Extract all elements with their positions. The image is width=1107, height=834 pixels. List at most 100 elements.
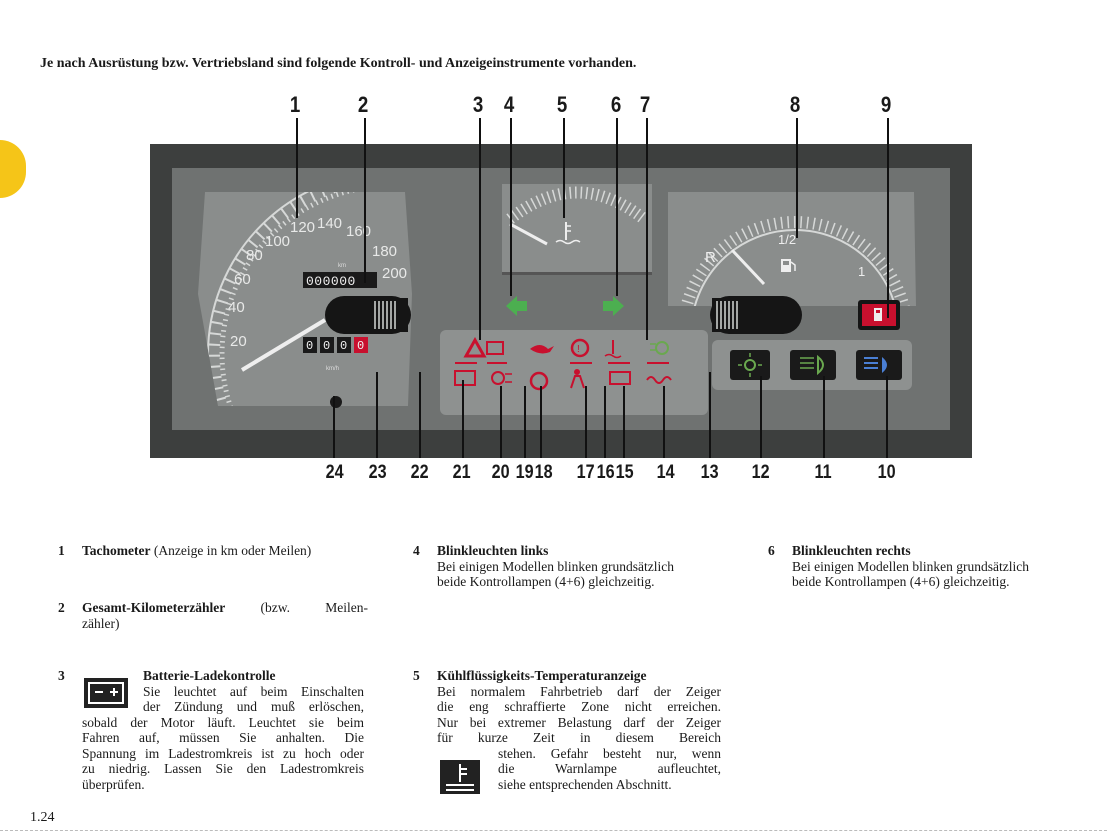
description-1-text: (Anzeige in km oder Meilen) [153,543,312,558]
speedo-tick-80: 80 [246,247,263,264]
callout-24: 24 [325,462,344,483]
description-1-title: Tachometer [82,543,151,558]
speedo-tick-40: 40 [228,299,245,316]
description-5-line-6: die Warnlampe aufleuchtet, [498,761,721,776]
description-5-title: Kühlflüssigkeits-Temperaturanzeige [437,668,647,683]
speedo-tick-200: 200 [382,265,407,282]
svg-text:!: ! [577,344,580,355]
battery-symbol-icon [84,678,128,708]
instrument-cluster-illustration: 20 40 60 80 100 120 140 160 180 200 km 0… [150,144,972,458]
glow-plug-icon [646,376,672,384]
description-3-line-5: Spannung im Ladestromkreis ist zu hoch o… [82,745,364,761]
description-2-title: Gesamt-Kilometerzähler [82,600,226,615]
description-3-line-7: überprüfen. [82,776,145,792]
warning-lamp-row-1: ! [463,336,669,359]
speedo-tick-20: 20 [230,333,247,350]
warning-lamp-row-2 [454,362,672,391]
description-4-number: 4 [413,543,420,558]
oil-pressure-icon [530,345,554,354]
description-3-line-4: Fahren auf, müssen Sie anhalten. Die [82,730,364,745]
turn-signal-right-icon [603,296,624,316]
description-6: 6 Blinkleuchten rechts Bei einigen Model… [768,543,1087,590]
callout-20: 20 [491,462,510,483]
speedo-tick-180: 180 [372,243,397,260]
callout-15: 15 [615,462,634,483]
description-5-line-1: Bei normalem Fahrbetrieb darf der Zeiger [437,683,721,699]
description-1: 1 Tachometer (Anzeige in km oder Meilen) [58,543,372,559]
fuel-half-label: 1/2 [778,232,796,247]
brake-warning-icon [570,338,590,358]
turn-signal-left-icon [506,296,527,316]
page-header: Je nach Ausrüstung bzw. Vertriebsland si… [40,56,637,71]
fuel-warning-icon [874,308,882,321]
description-5-line-5: stehen. Gefahr besteht nur, wenn [498,745,721,761]
description-2: 2 Gesamt-Kilometerzähler (bzw. Meilen- z… [58,600,368,631]
trip-reset-knob [330,396,342,408]
odometer-unit: km [338,263,346,269]
trip-digit-4: 0 [357,339,364,353]
speedo-tick-160: 160 [346,223,371,240]
description-3-line-3: sobald der Motor läuft. Leuchtet sie bei… [82,714,364,730]
battery-icon [486,341,504,355]
fuel-pump-icon [781,259,796,272]
description-3: 3 Batterie-Ladekontrolle Sie leuchtet au… [58,668,364,792]
callout-10: 10 [877,462,896,483]
speedo-tick-140: 140 [317,215,342,232]
trip-digit-1: 0 [306,339,313,353]
callout-19: 19 [515,462,534,483]
callout-21: 21 [452,462,471,483]
front-fog-lamp-icon [491,371,512,385]
speedo-tick-120: 120 [290,219,315,236]
description-3-number: 3 [58,668,65,683]
description-4-line-2: beide Kontrollampen (4+6) gleichzeitig. [437,574,655,589]
description-3-title: Batterie-Ladekontrolle [143,668,276,683]
hazard-triangle-icon [463,336,487,358]
callout-2: 2 [357,92,369,117]
callout-5: 5 [556,92,568,117]
callout-16: 16 [596,462,615,483]
description-3-line-1: Sie leuchtet auf beim Einschalten [143,683,364,699]
main-beam-icon [864,357,887,373]
coolant-temperature-symbol-icon [440,760,480,794]
description-4: 4 Blinkleuchten links Bei einigen Modell… [413,543,722,590]
description-5: 5 Kühlflüssigkeits-Temperaturanzeige Bei… [413,668,721,794]
dipped-beam-icon [800,354,824,376]
description-4-line-1: Bei einigen Modellen blinken grundsätzli… [437,558,674,574]
coolant-warning-icon [604,340,622,359]
callout-11: 11 [814,462,832,483]
footer-divider [0,830,1107,831]
callout-3: 3 [472,92,484,117]
callout-8: 8 [789,92,801,117]
callout-22: 22 [410,462,429,483]
heated-window-icon [609,371,631,385]
callout-13: 13 [700,462,719,483]
description-2-text: (bzw. Meilen- [260,600,368,615]
description-5-line-3: Nur bei extremer Belastung darf der Zeig… [437,714,721,730]
description-4-title: Blinkleuchten links [437,543,549,558]
description-5-line-4: für kurze Zeit in diesem Bereich [437,730,721,745]
description-6-line-2: beide Kontrollampen (4+6) gleichzeitig. [792,574,1010,589]
rear-window-heater-icon [454,370,476,386]
description-2-number: 2 [58,600,65,615]
brake-pad-icon [529,371,549,391]
callout-23: 23 [368,462,387,483]
speedo-tick-100: 100 [265,233,290,250]
sidelight-icon [738,353,762,377]
callout-9: 9 [880,92,892,117]
callout-14: 14 [656,462,675,483]
page-number: 1.24 [30,810,55,825]
seatbelt-icon [570,369,585,389]
speedo-tick-60: 60 [234,271,251,288]
description-2-text-cont: zähler) [82,615,120,631]
callout-4: 4 [503,92,515,117]
description-3-line-6: zu niedrig. Lassen Sie den Ladestromkrei… [82,761,364,776]
description-6-number: 6 [768,543,775,558]
description-3-line-2: der Zündung und muß erlöschen, [143,699,364,714]
callout-1: 1 [289,92,301,117]
description-6-title: Blinkleuchten rechts [792,543,911,558]
description-6-line-1: Bei einigen Modellen blinken grundsätzli… [792,558,1029,574]
callout-12: 12 [751,462,770,483]
trip-digit-3: 0 [340,339,347,353]
trip-digit-2: 0 [323,339,330,353]
fuel-reserve-label: R [705,249,716,266]
